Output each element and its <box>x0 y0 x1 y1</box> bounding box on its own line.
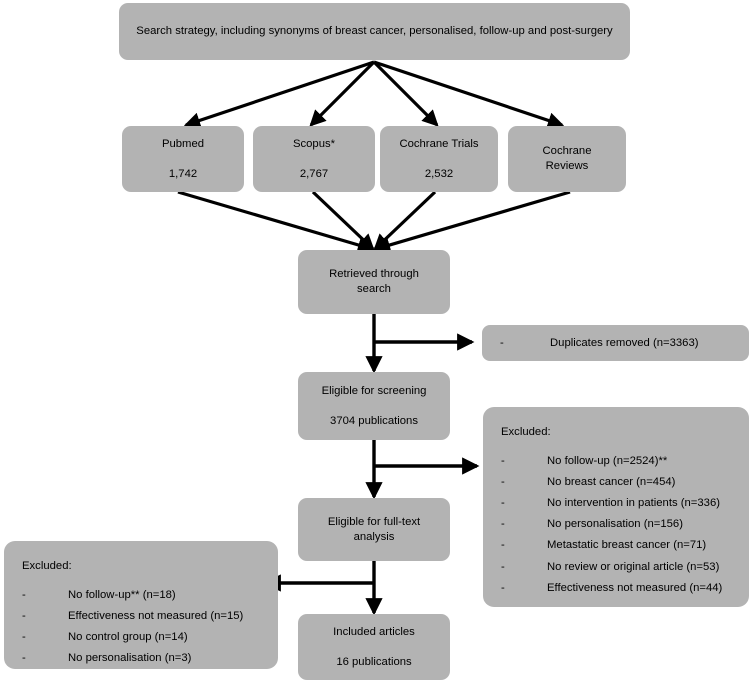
list-item: - No breast cancer (n=454) <box>501 475 737 490</box>
database-name: Cochrane Trials <box>399 137 479 150</box>
item-dash: - <box>22 609 26 622</box>
list-item: - No follow-up** (n=18) <box>22 588 266 603</box>
duplicates-text: Duplicates removed (n=3363) <box>550 337 699 349</box>
eligible-screening-count: 3704 publications <box>330 414 418 427</box>
list-item: - No personalisation (n=3) <box>22 651 266 666</box>
duplicates-dash: - <box>500 337 504 349</box>
item-text: No intervention in patients (n=336) <box>547 497 721 510</box>
list-item: - Metastatic breast cancer (n=71) <box>501 538 737 553</box>
item-dash: - <box>22 652 26 665</box>
excluded-screening-panel: Excluded: - No follow-up (n=2524)** - No… <box>483 407 749 607</box>
database-box-pubmed: Pubmed 1,742 <box>122 126 244 192</box>
database-count: 2,532 <box>424 167 454 180</box>
database-box-cochrane-reviews: Cochrane Reviews <box>508 126 626 192</box>
item-text: No personalisation (n=3) <box>68 652 192 665</box>
item-dash: - <box>22 631 26 644</box>
retrieved-label-line1: Retrieved through <box>329 268 419 281</box>
eligible-fulltext-label-line1: Eligible for full-text <box>327 515 421 528</box>
excluded-fulltext-title: Excluded: <box>22 560 72 572</box>
database-name: Scopus* <box>292 137 336 150</box>
item-text: No breast cancer (n=454) <box>547 475 676 488</box>
database-name: Pubmed <box>161 137 205 150</box>
list-item: - Effectiveness not measured (n=44) <box>501 581 737 596</box>
retrieved-box: Retrieved through search <box>298 250 450 314</box>
excluded-screening-list: - No follow-up (n=2524)** - No breast ca… <box>501 454 737 596</box>
list-item: - No review or original article (n=53) <box>501 560 737 575</box>
item-text: No review or original article (n=53) <box>547 560 720 573</box>
database-count: 1,742 <box>168 167 198 180</box>
item-text: No control group (n=14) <box>68 631 188 644</box>
item-dash: - <box>501 497 505 510</box>
excluded-fulltext-panel: Excluded: - No follow-up** (n=18) - Effe… <box>4 541 278 669</box>
item-dash: - <box>501 539 505 552</box>
list-item: - Effectiveness not measured (n=15) <box>22 609 266 624</box>
search-strategy-box: Search strategy, including synonyms of b… <box>119 3 630 60</box>
eligible-fulltext-label-line2: analysis <box>353 530 395 543</box>
eligible-screening-box: Eligible for screening 3704 publications <box>298 372 450 440</box>
eligible-fulltext-box: Eligible for full-text analysis <box>298 498 450 561</box>
database-box-scopus: Scopus* 2,767 <box>253 126 375 192</box>
item-text: No follow-up** (n=18) <box>68 588 176 601</box>
included-count: 16 publications <box>336 655 412 668</box>
item-dash: - <box>501 560 505 573</box>
database-box-cochrane-trials: Cochrane Trials 2,532 <box>380 126 498 192</box>
item-text: No personalisation (n=156) <box>547 518 683 531</box>
item-text: Effectiveness not measured (n=15) <box>68 609 244 622</box>
excluded-screening-title: Excluded: <box>501 426 551 438</box>
item-dash: - <box>501 581 505 594</box>
duplicates-removed-box: - Duplicates removed (n=3363) <box>482 325 749 361</box>
arrows-search-to-databases <box>183 60 565 129</box>
item-text: No follow-up (n=2524)** <box>547 454 668 467</box>
item-dash: - <box>501 518 505 531</box>
database-count: 2,767 <box>299 167 329 180</box>
list-item: - No follow-up (n=2524)** <box>501 454 737 469</box>
item-text: Effectiveness not measured (n=44) <box>547 581 723 594</box>
list-item: - No intervention in patients (n=336) <box>501 496 737 511</box>
database-name: Cochrane Reviews <box>542 144 592 172</box>
search-strategy-text: Search strategy, including synonyms of b… <box>136 25 613 38</box>
list-item: - No control group (n=14) <box>22 630 266 645</box>
eligible-screening-label: Eligible for screening <box>321 384 427 397</box>
item-dash: - <box>22 588 26 601</box>
included-label: Included articles <box>333 625 415 638</box>
item-text: Metastatic breast cancer (n=71) <box>547 539 707 552</box>
arrows-databases-to-retrieved <box>177 190 571 253</box>
excluded-fulltext-list: - No follow-up** (n=18) - Effectiveness … <box>22 588 266 666</box>
list-item: - No personalisation (n=156) <box>501 517 737 532</box>
included-articles-box: Included articles 16 publications <box>298 614 450 680</box>
item-dash: - <box>501 475 505 488</box>
retrieved-label-line2: search <box>357 283 391 295</box>
item-dash: - <box>501 454 505 467</box>
